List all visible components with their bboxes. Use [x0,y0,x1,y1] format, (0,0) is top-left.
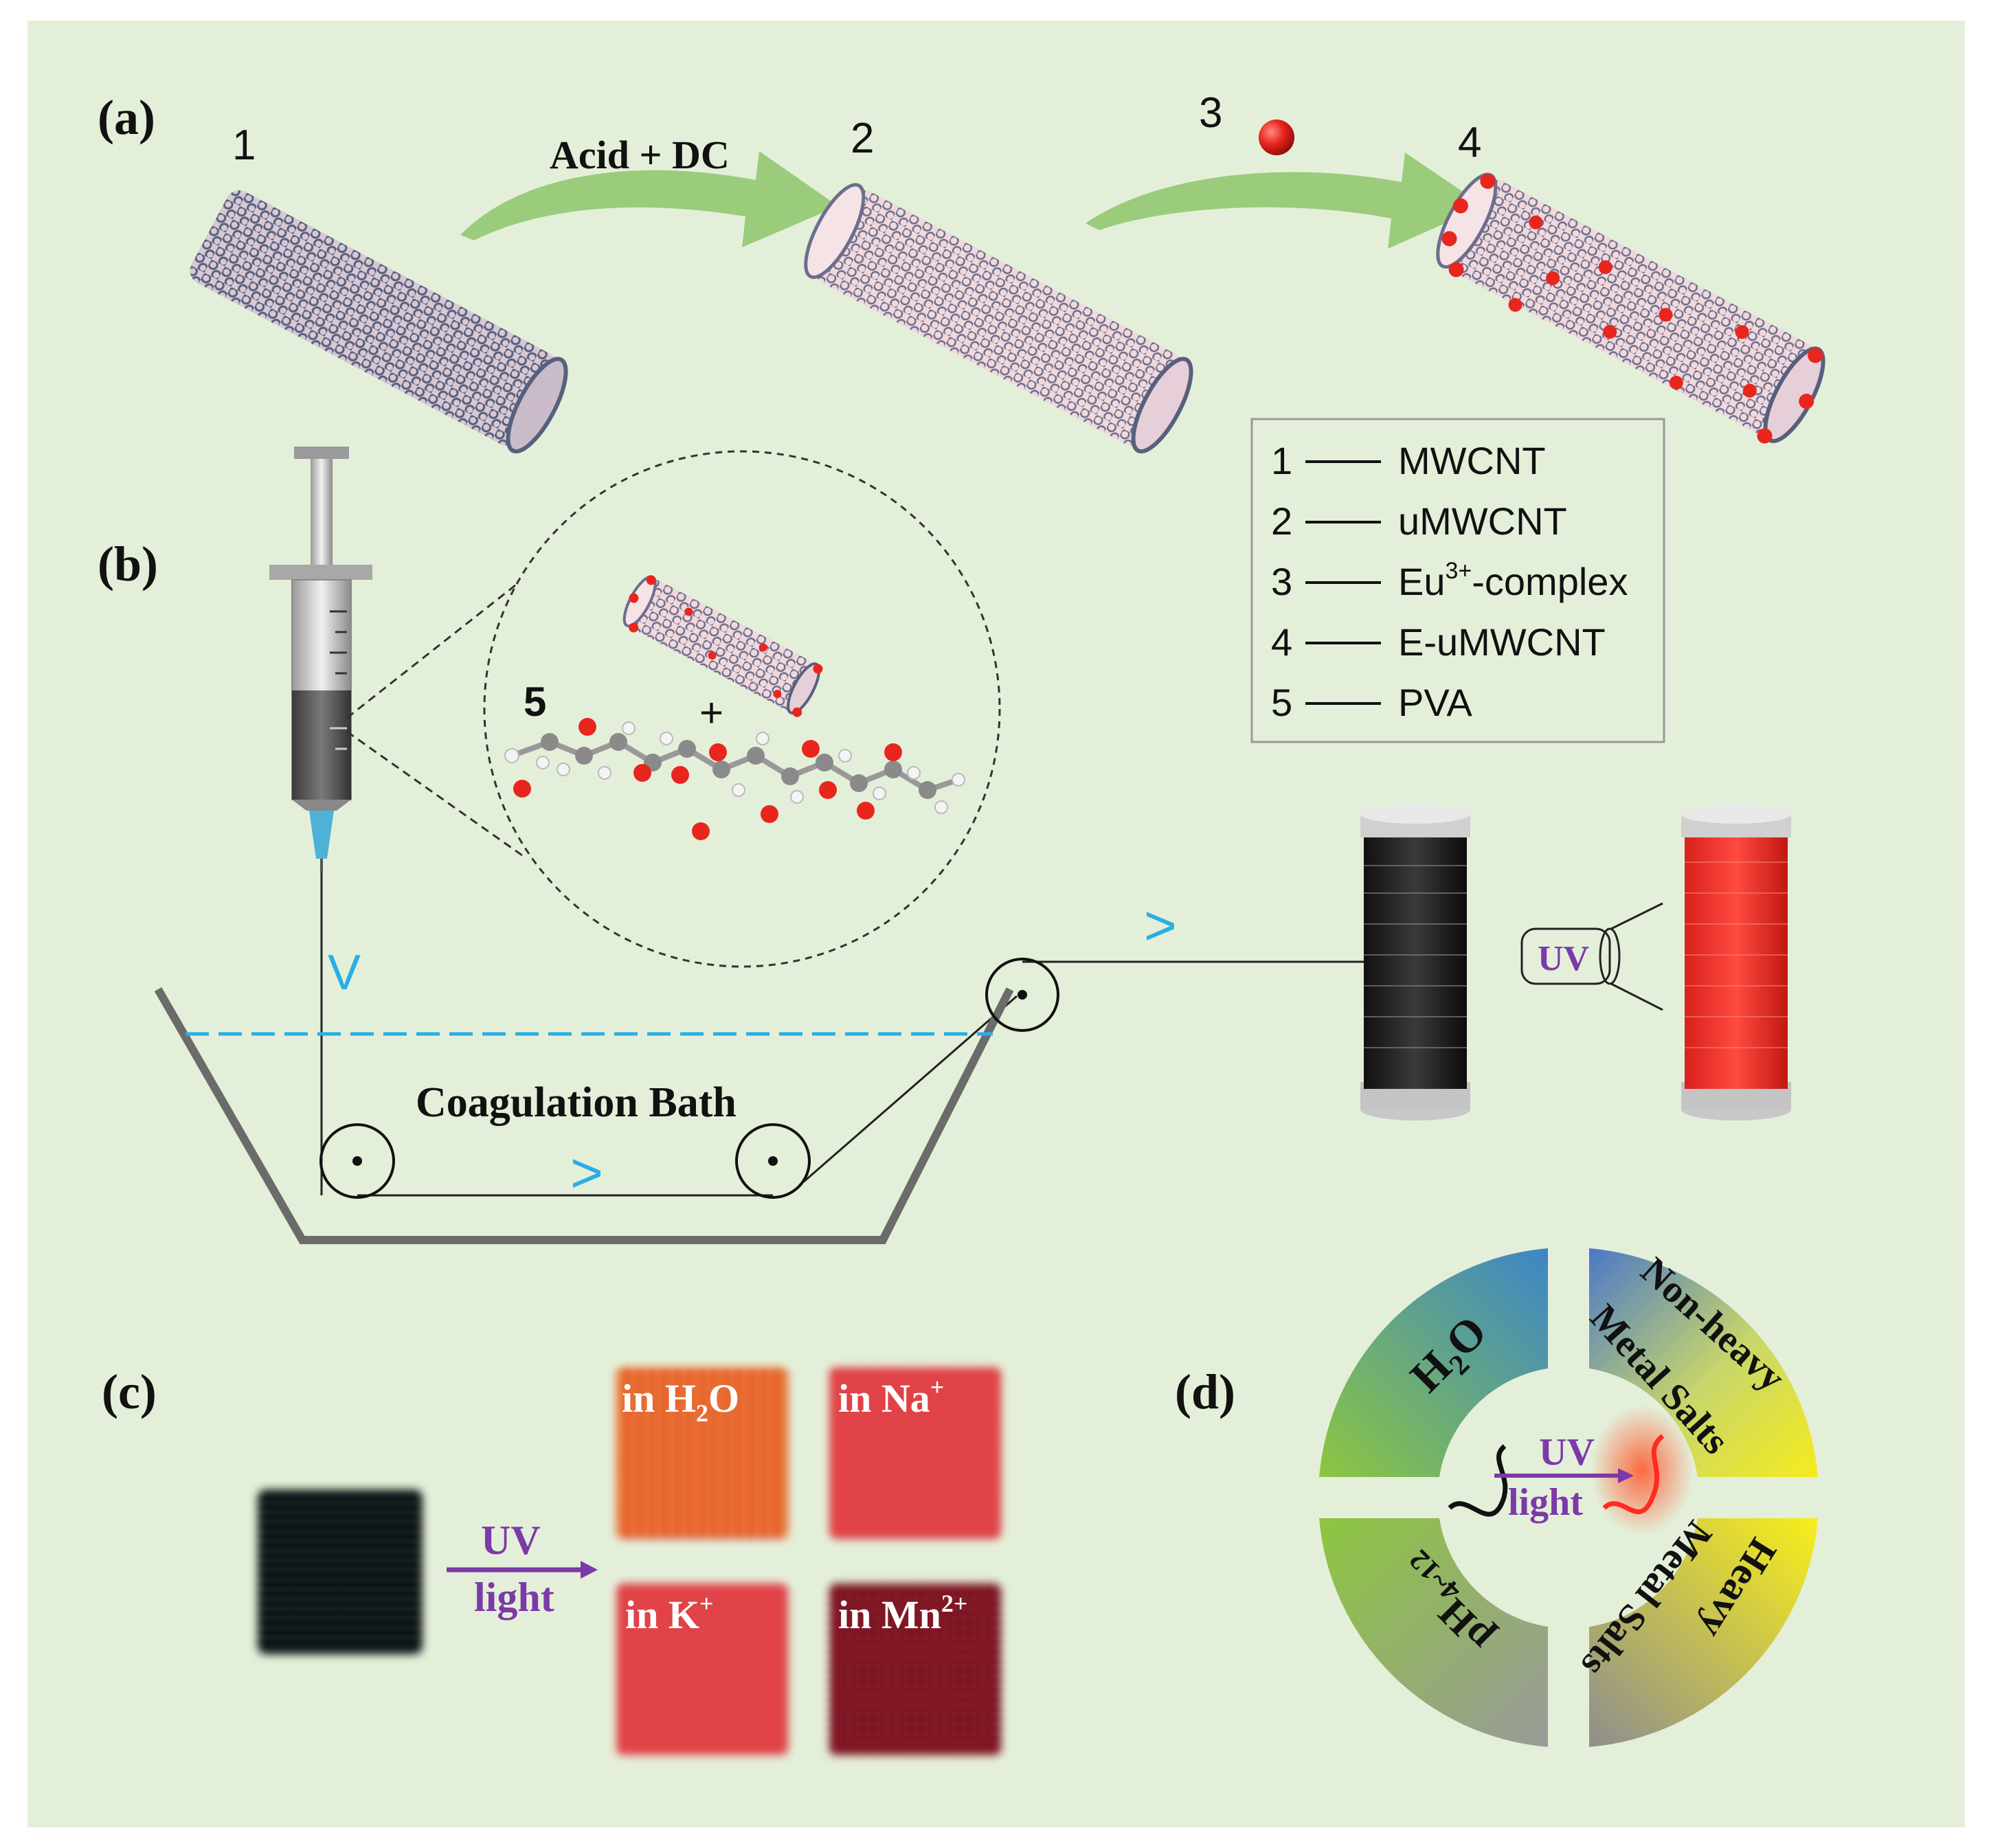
legend-name-3: Eu3+-complex [1398,558,1628,603]
pva-molecule [504,718,965,840]
inset-plus: + [699,690,723,736]
uv-arrow-c-head [581,1561,598,1579]
panel-b-label: (b) [98,537,158,591]
step-number-3: 3 [1199,89,1222,137]
acid-dc-label: Acid + DC [550,133,730,177]
syringe-icon [269,447,372,872]
segment-heavy [1589,1518,1818,1747]
center-light-label: light [1508,1481,1583,1524]
flow-right-marker-bath: > [570,1142,603,1204]
tile-mn-label: in Mn2+ [838,1590,967,1637]
panel-d-label: (d) [1175,1364,1235,1419]
tile-mn: in Mn2+ [829,1584,1001,1755]
complex-arrow [1086,153,1484,249]
mwcnt-tube [190,190,568,454]
red-glow [1591,1405,1694,1535]
legend-num-1: 1 [1271,439,1292,482]
tile-na-label: in Na+ [838,1373,944,1421]
step-number-1: 1 [232,122,256,169]
uv-arrow-d-head [1618,1468,1634,1483]
zoom-line-top [346,569,535,719]
e-umwcnt-tube [1436,172,1825,444]
panel-a-label: (a) [98,90,155,145]
legend-num-3: 3 [1271,560,1292,603]
step-number-2: 2 [851,115,874,162]
roller-left [319,1123,395,1199]
segment-non-heavy [1589,1248,1818,1477]
roller-right [735,1123,811,1199]
step-number-4: 4 [1458,119,1481,166]
legend-name-5: PVA [1398,681,1473,724]
legend-name-2: uMWCNT [1398,499,1567,543]
tile-k: in K+ [616,1584,788,1755]
legend-num-5: 5 [1271,681,1292,724]
bath-label: Coagulation Bath [416,1079,737,1126]
legend-name-4: E-uMWCNT [1398,620,1606,664]
legend-box: 1 MWCNT 2 uMWCNT 3 Eu3+-complex 4 E-uMWC… [1250,418,1665,743]
acid-dc-arrow [460,151,838,247]
tile-k-label: in K+ [625,1590,714,1637]
legend-name-1: MWCNT [1398,439,1546,482]
eu-complex-ball [1259,120,1294,155]
tile-na: in Na+ [829,1367,1001,1539]
umwcnt-tube [804,183,1193,454]
uv-light-label-line1: UV [481,1518,541,1563]
segment-ph [1319,1518,1548,1747]
panel-c-label: (c) [102,1364,157,1419]
black-fabric-swatch [258,1489,423,1654]
red-fiber-spool [1681,804,1791,1120]
uv-lens-label: UV [1538,939,1589,978]
center-uv-label: UV [1539,1431,1595,1474]
tile-h2o-label: in H2O [622,1376,739,1427]
tile-h2o: in H2O [616,1367,788,1539]
roller-top [985,958,1059,1032]
flow-down-marker: V [328,945,361,1000]
uv-light-label-line2: light [474,1575,554,1620]
flow-right-marker-top: > [1144,894,1177,957]
black-fiber-spool [1360,804,1470,1120]
red-fiber-squiggle [1602,1434,1665,1515]
zoom-line-bottom [346,730,523,857]
segment-h2o [1319,1248,1548,1477]
coagulation-bath [154,987,1014,1244]
legend-num-2: 2 [1271,499,1292,543]
legend-num-4: 4 [1271,620,1292,664]
black-fiber-squiggle [1448,1444,1508,1517]
fiber-path [320,872,1367,1197]
uv-lens-icon: UV [1520,902,1663,1011]
inset-pva-number: 5 [524,679,546,725]
inset-circle: 5 + [483,450,1001,968]
